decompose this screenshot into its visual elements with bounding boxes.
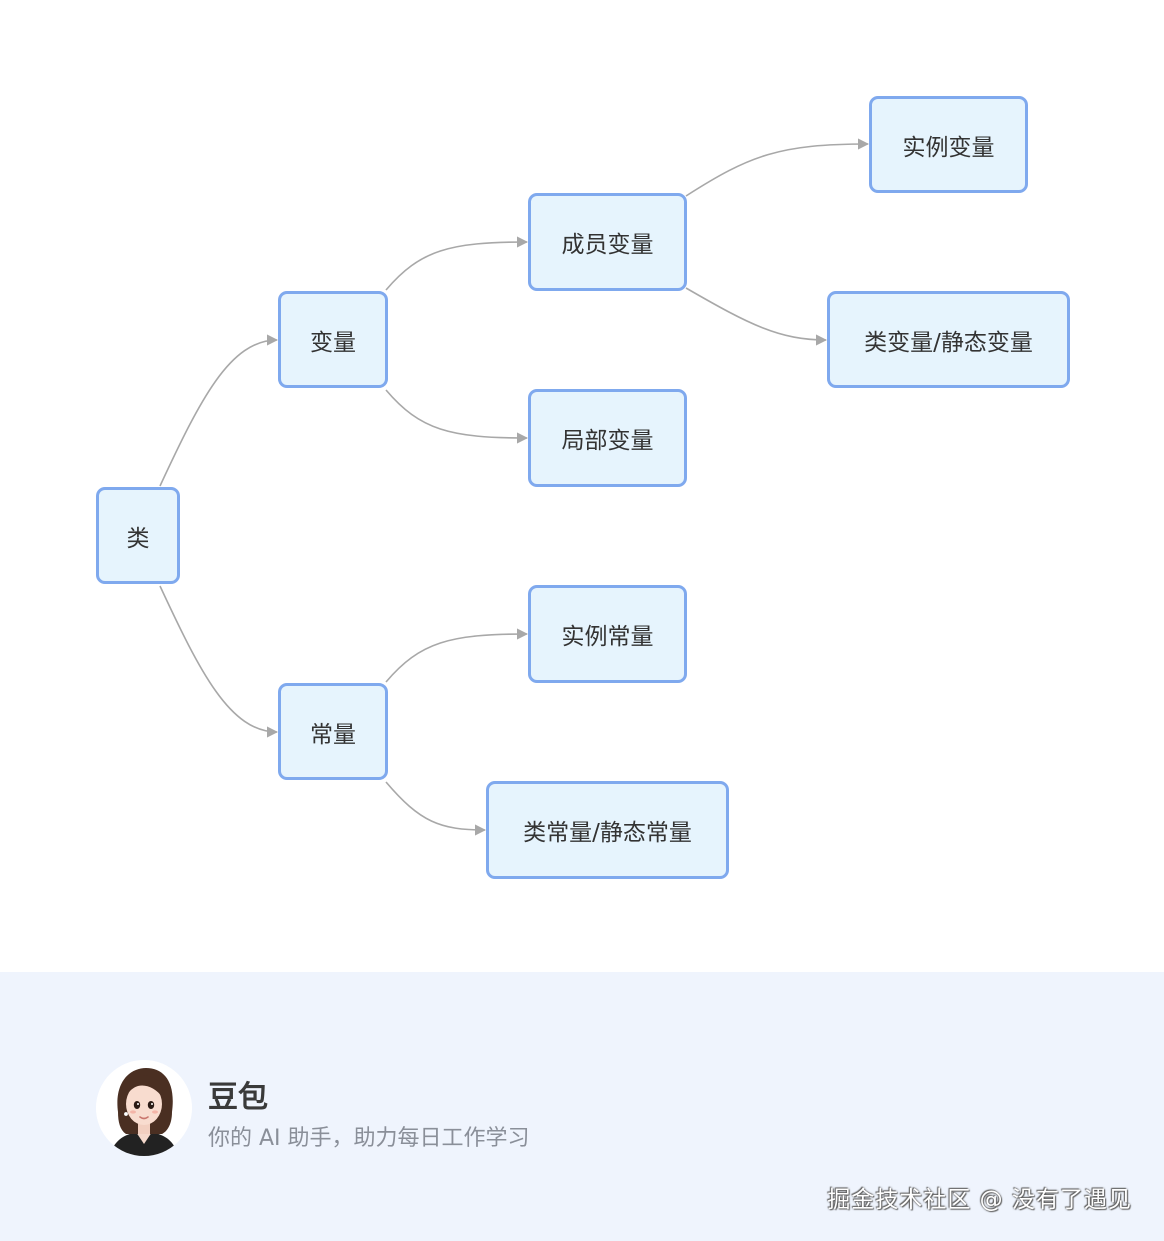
node-class-label: 类: [126, 525, 150, 552]
avatar-portrait-icon: [96, 1060, 192, 1156]
node-variable: 变量: [278, 291, 388, 388]
watermark: 掘金技术社区 @ 没有了遇见: [827, 1187, 1132, 1213]
node-class-static-constant-label: 类常量/静态常量: [523, 820, 692, 846]
node-instance-constant-label: 实例常量: [561, 624, 654, 650]
mind-map-diagram: 类 变量 常量 成员变量 局部变量 实例变量 类变量/静态变量 实例常量 类常量…: [96, 96, 1070, 879]
node-instance-variable-label: 实例变量: [902, 134, 995, 161]
assistant-avatar: [96, 1060, 192, 1156]
node-class-static-constant: 类常量/静态常量: [486, 781, 729, 879]
node-local-variable-label: 局部变量: [561, 428, 654, 454]
node-instance-constant: 实例常量: [528, 585, 687, 683]
footer-banner: 豆包 你的 AI 助手，助力每日工作学习 掘金技术社区 @ 没有了遇见: [0, 972, 1164, 1241]
brand-name: 豆包: [208, 1080, 268, 1115]
node-member-variable-label: 成员变量: [561, 232, 654, 258]
edge-class-variable: [159, 334, 279, 487]
node-class: 类: [96, 487, 180, 584]
edge-constant-instance-constant: [385, 628, 529, 683]
diagram-edges: [159, 138, 870, 836]
node-member-variable: 成员变量: [528, 193, 687, 291]
node-class-static-variable: 类变量/静态变量: [827, 291, 1070, 388]
brand-tagline: 你的 AI 助手，助力每日工作学习: [208, 1126, 530, 1151]
node-constant-label: 常量: [310, 721, 356, 748]
node-constant: 常量: [278, 683, 388, 780]
edge-variable-member-variable: [385, 236, 529, 291]
edge-member-variable-instance-variable: [685, 138, 870, 197]
node-instance-variable: 实例变量: [869, 96, 1028, 193]
node-class-static-variable-label: 类变量/静态变量: [864, 329, 1033, 356]
edge-constant-class-static-constant: [385, 781, 487, 836]
edge-class-constant: [159, 585, 279, 738]
edge-variable-local-variable: [385, 389, 529, 444]
edge-member-variable-class-static-variable: [685, 287, 828, 346]
node-local-variable: 局部变量: [528, 389, 687, 487]
node-variable-label: 变量: [310, 329, 356, 356]
